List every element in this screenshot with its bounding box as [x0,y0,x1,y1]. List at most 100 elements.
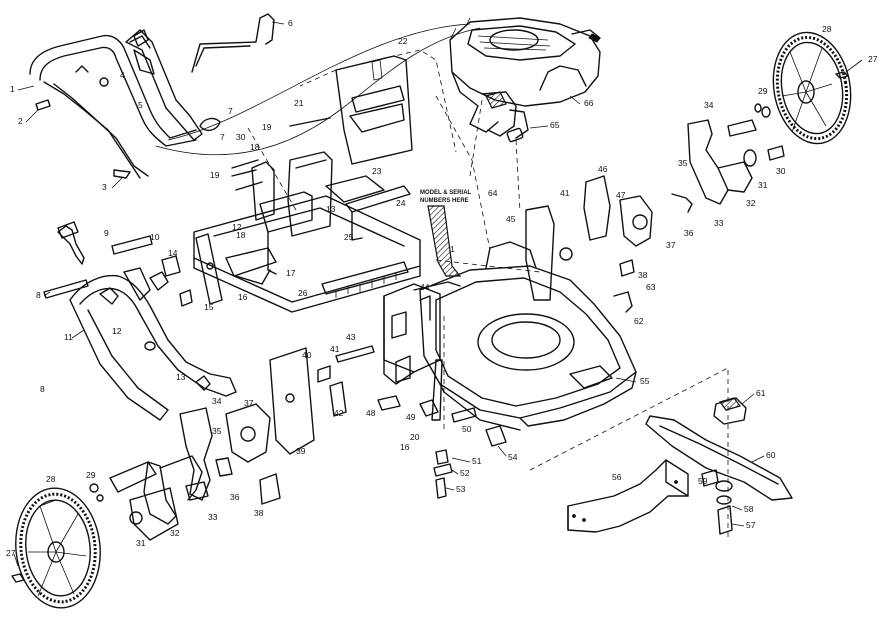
callout-42: 42 [334,408,344,418]
leader-lines [13,21,863,567]
callout-52: 52 [460,468,470,478]
callout-18: 18 [236,230,246,240]
callout-46: 46 [598,164,608,174]
callout-41: 41 [330,344,340,354]
callout-34b: 34 [212,396,222,406]
callout-28: 28 [822,24,832,34]
handle-lower [69,267,237,421]
callout-19b: 19 [262,122,272,132]
callout-37b: 37 [244,398,254,408]
callout-31b: 31 [136,538,146,548]
callout-20: 20 [410,432,420,442]
callout-6: 6 [288,18,293,28]
callout-29b: 29 [86,470,96,480]
callout-29: 29 [758,86,768,96]
callout-25: 25 [344,232,354,242]
frame-assembly [193,151,421,313]
callout-48: 48 [366,408,376,418]
callout-61: 61 [756,388,766,398]
callout-16b: 16 [400,442,410,452]
callout-49: 49 [406,412,416,422]
callout-1b: 1 [450,244,455,254]
callout-58: 58 [744,504,754,514]
callout-30b: 30 [236,132,246,142]
callout-59: 59 [698,476,708,486]
mower-deck [419,241,637,431]
callout-10: 10 [150,232,160,242]
callout-38b: 38 [254,508,264,518]
callout-27: 27 [868,54,878,64]
callout-22: 22 [398,36,408,46]
callout-32: 32 [746,198,756,208]
callout-8b: 8 [40,384,45,394]
callout-11: 11 [64,332,73,342]
callout-2: 2 [18,116,23,126]
callout-60: 60 [766,450,776,460]
callout-13: 13 [176,372,186,382]
callout-3: 3 [102,182,107,192]
engine [449,17,601,143]
callout-4: 4 [120,70,125,80]
baffle-56 [567,459,689,533]
callout-7b: 7 [220,132,225,142]
rear-wheel-bracket-left [89,347,347,541]
callout-33: 33 [714,218,724,228]
callout-8: 8 [36,290,41,300]
callout-7: 7 [228,106,233,116]
callout-44: 44 [420,282,430,292]
callout-33b: 33 [208,512,218,522]
callout-30: 30 [776,166,786,176]
control-rod [191,13,275,73]
callout-15: 15 [204,302,214,312]
callout-51: 51 [472,456,482,466]
callout-37: 37 [666,240,676,250]
callout-36b: 36 [230,492,240,502]
callout-57: 57 [746,520,756,530]
rear-wheel-bracket-right [525,103,785,301]
callout-53: 53 [456,484,466,494]
axle-bolt-27-bottom [11,573,25,583]
callout-64: 64 [488,188,498,198]
callout-27b: 27 [6,548,16,558]
callout-35b: 35 [212,426,222,436]
callout-16: 16 [238,292,248,302]
callout-39: 39 [296,446,306,456]
callout-50: 50 [462,424,472,434]
callout-14: 14 [168,248,178,258]
callout-17: 17 [286,268,296,278]
callout-40: 40 [302,350,312,360]
callout-35: 35 [678,158,688,168]
callout-12: 12 [112,326,122,336]
note-line-1: MODEL & SERIAL [420,190,472,196]
callout-21: 21 [294,98,304,108]
control-cable [155,27,481,156]
callout-41b: 41 [560,188,570,198]
callout-5: 5 [138,100,143,110]
callout-31: 31 [758,180,768,190]
callout-12b: 12 [232,222,242,232]
callout-45: 45 [506,214,516,224]
callout-24: 24 [396,198,406,208]
callout-47: 47 [616,190,626,200]
callout-65: 65 [550,120,560,130]
callout-66: 66 [584,98,594,108]
callout-23: 23 [372,166,382,176]
blade-assembly [645,397,793,535]
deflector-bracket [335,55,413,165]
handle-upper [29,29,203,179]
callout-63: 63 [646,282,656,292]
callout-34: 34 [704,100,714,110]
callout-13b: 13 [326,204,336,214]
callout-56: 56 [612,472,622,482]
callout-38: 38 [638,270,648,280]
callout-26: 26 [298,288,308,298]
callout-32b: 32 [170,528,180,538]
wheel-rear-right [772,31,852,145]
wheel-front-left [15,487,101,609]
callout-19: 19 [210,170,220,180]
callout-55: 55 [640,376,650,386]
callout-36: 36 [684,228,694,238]
callout-18b: 18 [250,142,260,152]
model-serial-note: MODEL & SERIAL NUMBERS HERE [420,190,472,277]
